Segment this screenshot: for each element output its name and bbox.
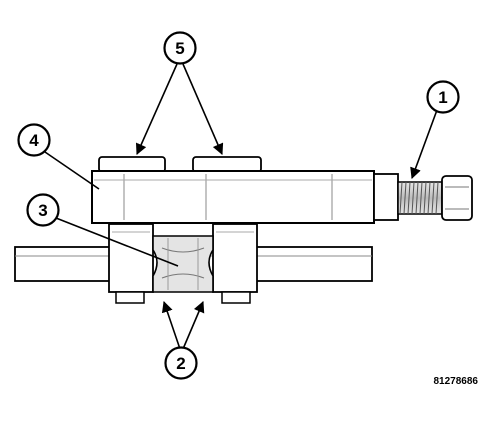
callout-1: 1 <box>426 80 460 114</box>
top-pad-right <box>192 156 262 173</box>
leader-5-left <box>135 63 178 156</box>
tool-body <box>91 170 375 224</box>
figure-id: 81278686 <box>434 376 479 387</box>
svg-text:3: 3 <box>38 201 47 220</box>
flare-fitting <box>152 235 214 293</box>
leader-3 <box>55 217 179 267</box>
callout-4: 4 <box>17 123 51 157</box>
jaw-bolt-right <box>221 291 251 304</box>
top-pad-left <box>98 156 166 173</box>
svg-text:2: 2 <box>176 354 185 373</box>
clamp-jaw-left <box>108 223 154 293</box>
screw-hex-head <box>441 175 473 221</box>
svg-text:4: 4 <box>29 131 39 150</box>
forcing-screw <box>397 181 443 215</box>
end-collar <box>373 173 399 221</box>
leader-4 <box>44 151 100 190</box>
clamp-jaw-right <box>212 223 258 293</box>
callout-2: 2 <box>164 346 198 380</box>
leader-lines <box>44 63 438 350</box>
leader-2-right <box>182 300 205 350</box>
leader-1 <box>410 109 438 180</box>
svg-text:5: 5 <box>175 39 184 58</box>
jaw-bolt-left <box>115 291 145 304</box>
svg-text:1: 1 <box>438 88 447 107</box>
leader-5-right <box>182 63 224 156</box>
callout-3: 3 <box>26 193 60 227</box>
leader-2-left <box>161 300 181 350</box>
callout-5: 5 <box>163 31 197 65</box>
